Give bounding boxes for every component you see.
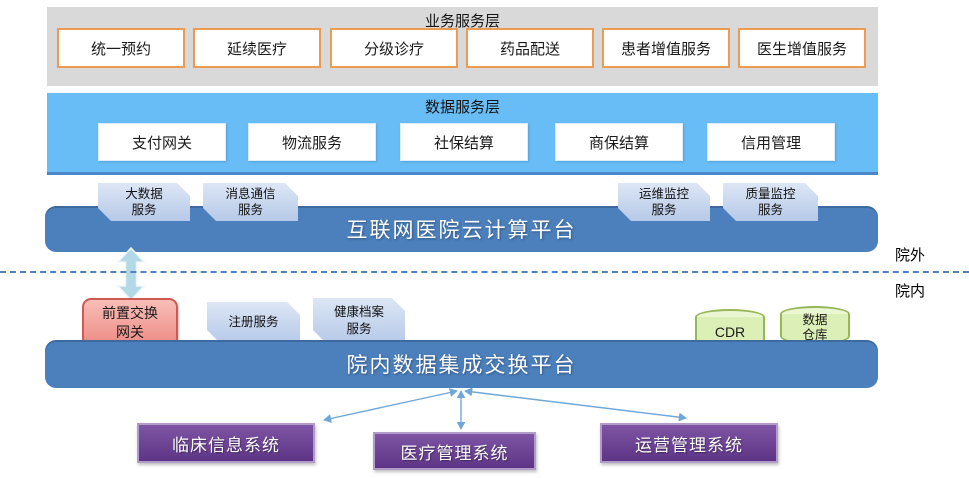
service-box-drug-delivery: 药品配送 xyxy=(466,28,594,68)
integration-platform-title: 院内数据集成交换平台 xyxy=(346,354,577,377)
service-box-credit-management: 信用管理 xyxy=(707,123,835,161)
service-box-payment-gateway: 支付网关 xyxy=(98,123,226,161)
tab-message-comm-service: 消息通信 服务 xyxy=(203,183,298,221)
data-layer-title: 数据服务层 xyxy=(424,99,500,116)
data-service-layer-band: 数据服务层 支付网关 物流服务 社保结算 商保结算 信用管理 xyxy=(47,93,878,175)
cloud-platform-title: 互联网医院云计算平台 xyxy=(346,219,577,242)
system-medical-management: 医疗管理系统 xyxy=(373,432,536,470)
service-box-patient-value-added: 患者增值服务 xyxy=(602,28,730,68)
tab-health-record-service: 健康档案 服务 xyxy=(313,298,405,343)
system-operation-management: 运营管理系统 xyxy=(600,423,778,463)
system-clinical-information: 临床信息系统 xyxy=(137,423,315,463)
business-layer-title: 业务服务层 xyxy=(424,13,500,30)
tab-registration-service: 注册服务 xyxy=(207,302,300,343)
outside-hospital-label: 院外 xyxy=(895,247,926,264)
hospital-boundary-line xyxy=(0,271,969,273)
service-box-continued-care: 延续医疗 xyxy=(193,28,321,68)
service-box-social-insurance: 社保结算 xyxy=(400,123,528,161)
data-warehouse-cylinder: 数据 仓库 xyxy=(780,306,850,346)
cylinder-body xyxy=(780,314,850,345)
tab-big-data-service: 大数据 服务 xyxy=(98,183,190,221)
exchange-arrow-icon xyxy=(116,247,146,301)
integration-platform-bar: 院内数据集成交换平台 xyxy=(45,340,878,388)
service-box-doctor-value-added: 医生增值服务 xyxy=(738,28,866,68)
inside-hospital-label: 院内 xyxy=(895,283,926,300)
business-service-layer-band: 业务服务层 统一预约 延续医疗 分级诊疗 药品配送 患者增值服务 医生增值服务 xyxy=(47,7,878,86)
tab-ops-monitor-service: 运维监控 服务 xyxy=(618,183,710,221)
service-box-unified-appointment: 统一预约 xyxy=(57,28,185,68)
service-box-commercial-insurance: 商保结算 xyxy=(555,123,683,161)
service-box-logistics: 物流服务 xyxy=(248,123,376,161)
cdr-label: CDR xyxy=(714,324,746,340)
service-box-tiered-diagnosis: 分级诊疗 xyxy=(330,28,458,68)
data-warehouse-label: 数据 仓库 xyxy=(802,313,828,342)
tab-quality-monitor-service: 质量监控 服务 xyxy=(723,183,818,221)
